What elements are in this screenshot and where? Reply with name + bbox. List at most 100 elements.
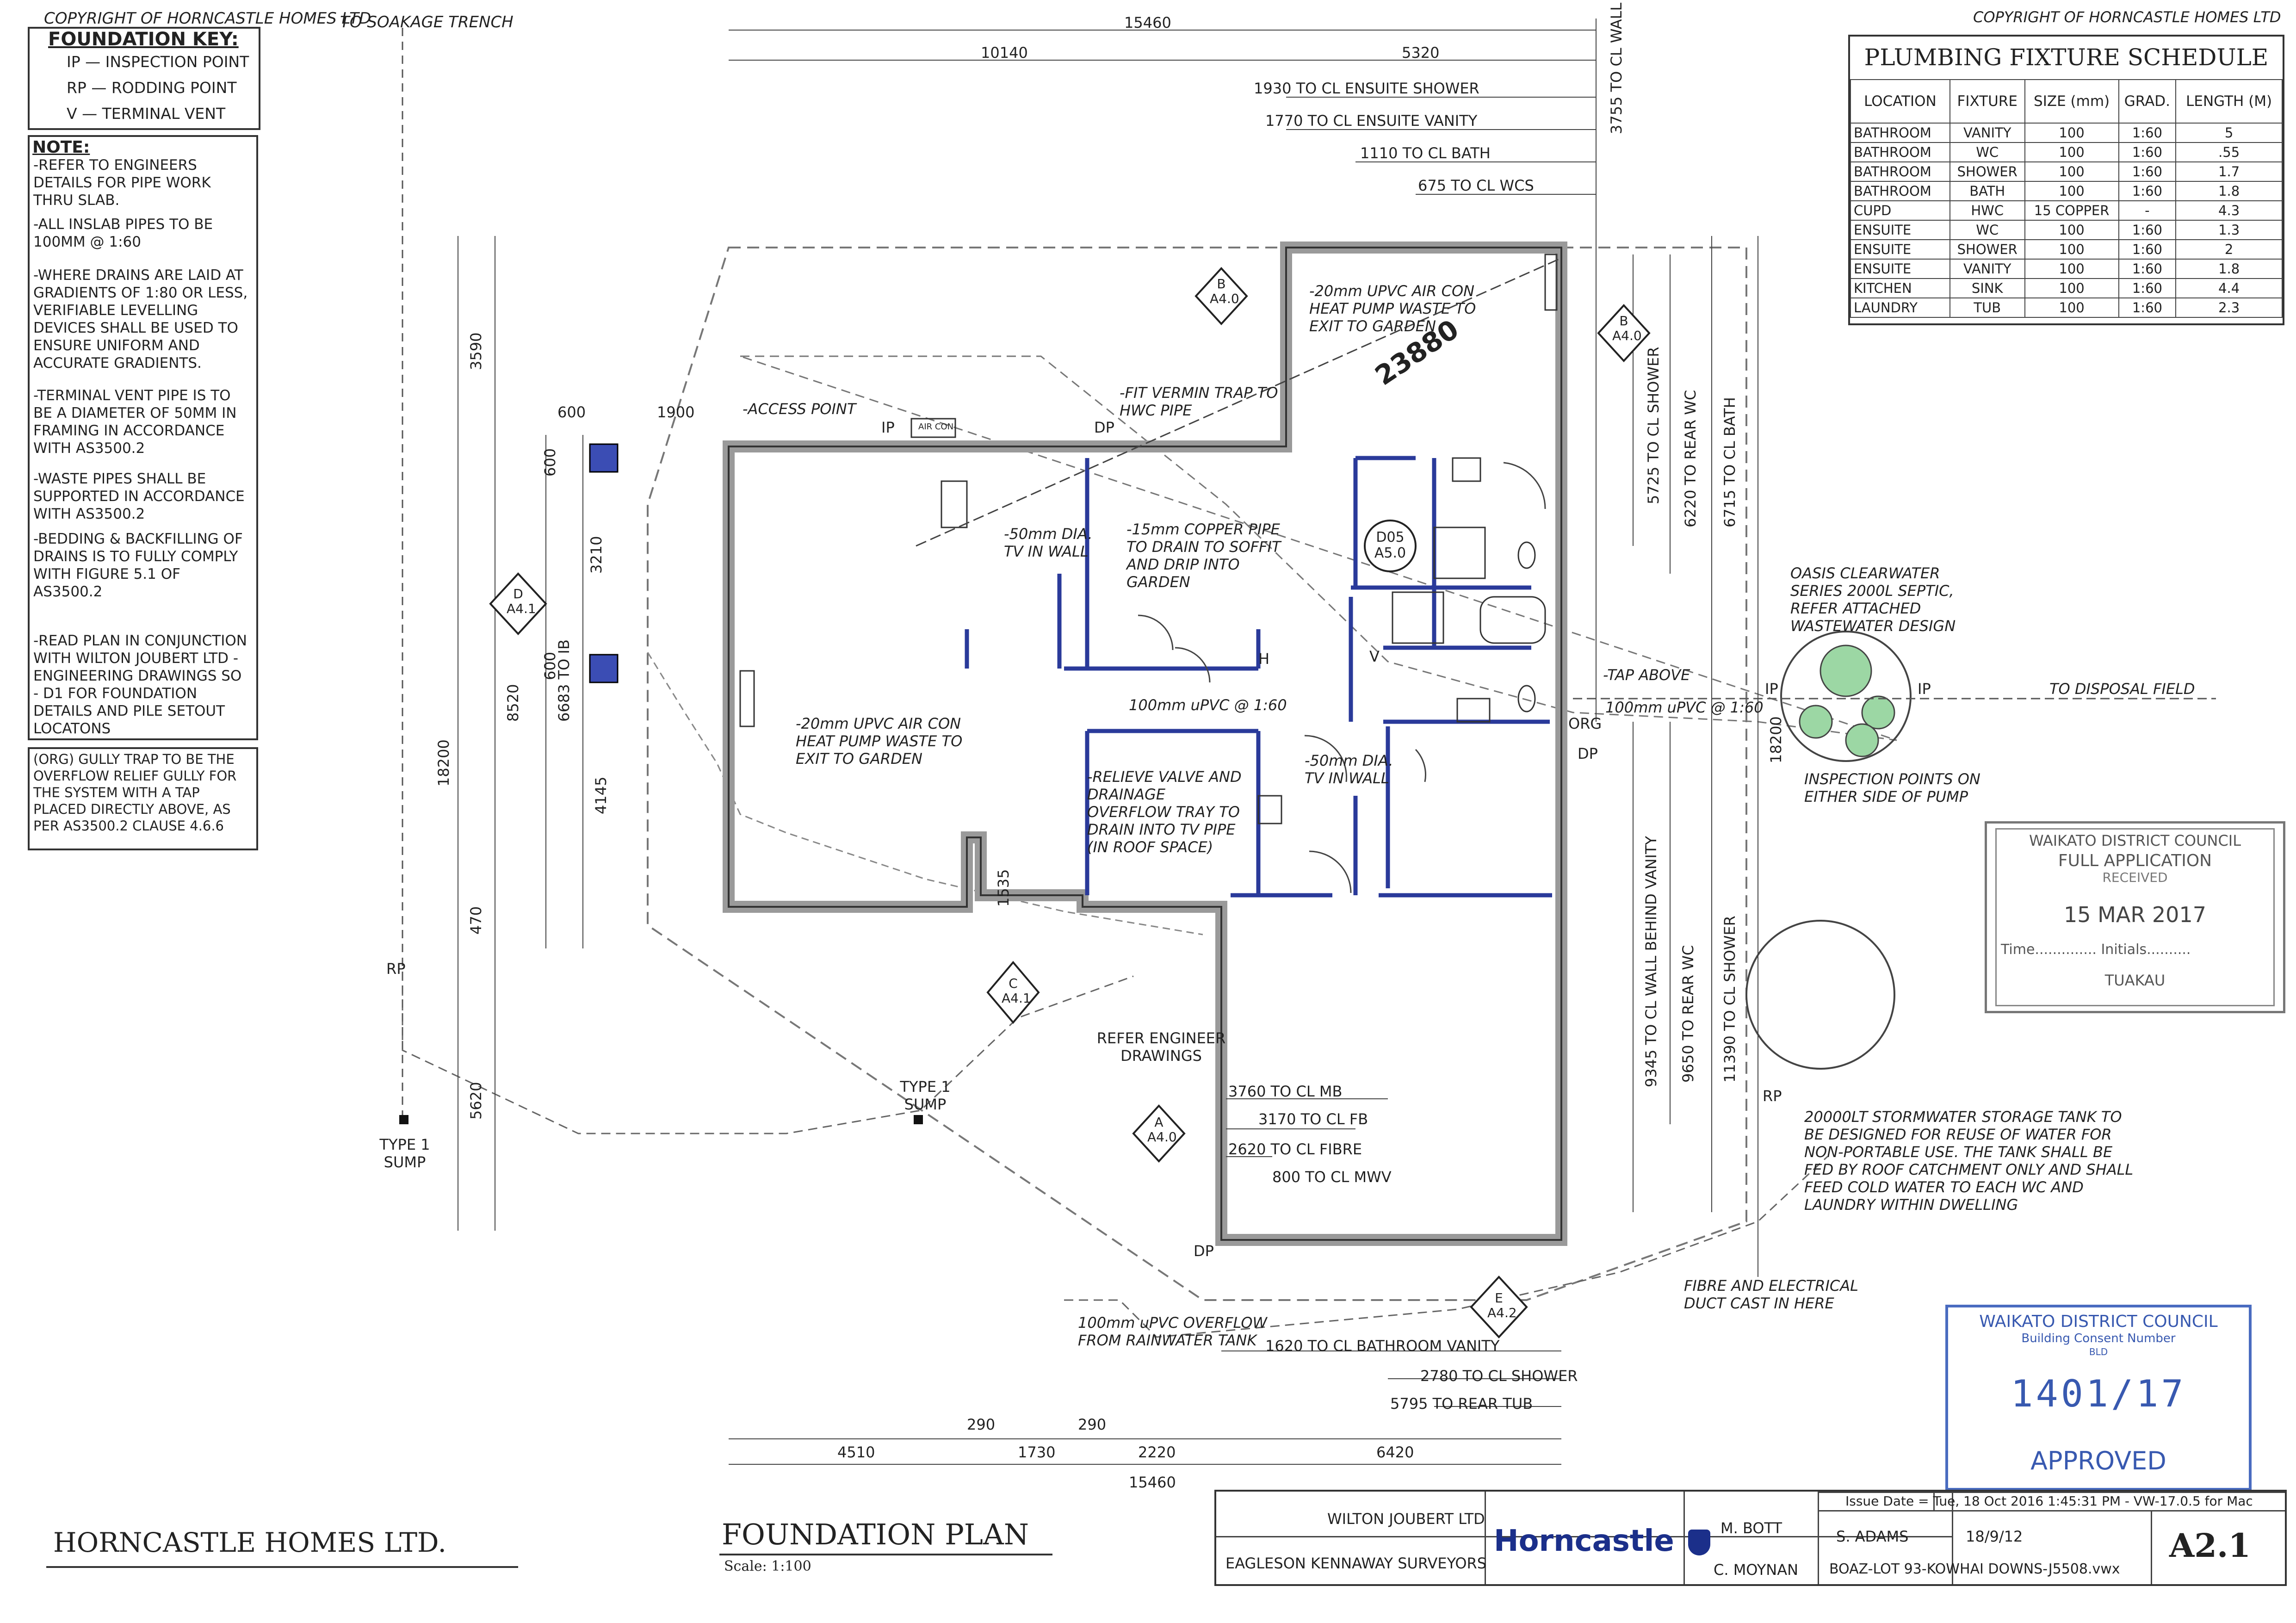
dim-cl-bath-vanity: 1620 TO CL BATHROOM VANITY — [1265, 1337, 1500, 1355]
aircon-top-label: -20mm UPVC AIR CON HEAT PUMP WASTE TO EX… — [1309, 282, 1476, 335]
fixtures — [739, 254, 1558, 824]
engineer-name: WILTON JOUBERT LTD — [1327, 1510, 1485, 1528]
left-drain — [402, 972, 1134, 1134]
org-label: ORG — [1568, 715, 1602, 732]
dim-top-600: 600 — [557, 403, 586, 421]
ip-label: IP — [1765, 680, 1778, 698]
dim-right-overall: 18200 — [1767, 716, 1785, 763]
col-header: LENGTH (M) — [2175, 79, 2283, 124]
checker: S. ADAMS — [1836, 1528, 1909, 1545]
dim-bottom-2220: 2220 — [1138, 1443, 1176, 1461]
plan-underline — [719, 1554, 1052, 1555]
stormwater-tank — [1745, 920, 1895, 1070]
copper-pipe-label: -15mm COPPER PIPE TO DRAIN TO SOFFIT AND… — [1126, 520, 1281, 591]
dim-left-5620: 5620 — [467, 1082, 485, 1120]
septic-tank — [1780, 631, 1912, 762]
dim-top-overall: 15460 — [1124, 14, 1171, 31]
dim-bottom-290b: 290 — [1078, 1416, 1107, 1433]
dim-cl-wcs: 675 TO CL WCS — [1418, 177, 1534, 194]
vent-label: V — [1369, 648, 1380, 665]
rp-label: RP — [386, 960, 406, 978]
septic-label: OASIS CLEARWATER SERIES 2000L SEPTIC, RE… — [1790, 564, 1956, 635]
dp-label: DP — [1194, 1242, 1214, 1260]
dim-left-3590: 3590 — [467, 332, 485, 370]
dim-cl-fb: 3170 TO CL FB — [1258, 1110, 1368, 1128]
dim-bottom-overall: 15460 — [1129, 1474, 1176, 1491]
schedule-title: PLUMBING FIXTURE SCHEDULE — [1864, 44, 2269, 71]
note-item: -REFER TO ENGINEERS DETAILS FOR PIPE WOR… — [33, 157, 211, 209]
notes-title: NOTE: — [32, 138, 90, 157]
col-header: GRAD. — [2118, 79, 2177, 124]
key-title: FOUNDATION KEY: — [48, 29, 239, 50]
sheet-number: A2.1 — [2169, 1526, 2251, 1565]
col-header: FIXTURE — [1949, 79, 2025, 124]
crest-icon — [1688, 1530, 1711, 1556]
rp-label: RP — [1763, 1087, 1782, 1105]
upvc-label-2: 100mm uPVC @ 1:60 — [1605, 699, 1764, 716]
note-item: -TERMINAL VENT PIPE IS TO BE A DIAMETER … — [33, 387, 237, 457]
copyright-left: COPYRIGHT OF HORNCASTLE HOMES LTD — [44, 9, 371, 28]
dim-cl-mwv: 800 TO CL MWV — [1272, 1168, 1392, 1186]
upvc-label-1: 100mm uPVC @ 1:60 — [1129, 696, 1287, 714]
refer-engineer-label: REFER ENGINEER DRAWINGS — [1096, 1029, 1226, 1065]
key-item-rp: RP — RODDING POINT — [67, 79, 237, 97]
file-name: BOAZ-LOT 93-KOWHAI DOWNS-J5508.vwx — [1829, 1561, 2120, 1577]
key-item-ip: IP — INSPECTION POINT — [67, 53, 249, 71]
dim-cl-fibre: 2620 TO CL FIBRE — [1228, 1140, 1362, 1158]
inspection-points-label: INSPECTION POINTS ON EITHER SIDE OF PUMP — [1804, 770, 1980, 805]
pile-pad — [589, 654, 619, 683]
dim-1535: 1535 — [995, 869, 1012, 907]
ip-label: IP — [1918, 680, 1931, 698]
dim-left-4145: 4145 — [592, 776, 610, 814]
surveyor-name: EAGLESON KENNAWAY SURVEYORS — [1225, 1555, 1487, 1572]
pile-pad — [589, 443, 619, 473]
aircon-left-label: -20mm UPVC AIR CON HEAT PUMP WASTE TO EX… — [796, 715, 963, 768]
dim-right-bath: 6715 TO CL BATH — [1721, 397, 1739, 527]
dim-bottom-290a: 290 — [967, 1416, 996, 1433]
schedule-table: LOCATION FIXTURE SIZE (mm) GRAD. LENGTH … — [1850, 79, 2283, 318]
dim-cl-bath: 1110 TO CL BATH — [1360, 144, 1491, 162]
dim-right-shower2: 11390 TO CL SHOWER — [1721, 916, 1739, 1083]
dim-top-right: 5320 — [1402, 44, 1440, 62]
key-item-v: V — TERMINAL VENT — [67, 105, 226, 123]
dim-left-18200: 18200 — [435, 739, 452, 787]
col-header: SIZE (mm) — [2024, 79, 2119, 124]
relieve-valve-label: -RELIEVE VALVE AND DRAINAGE OVERFLOW TRA… — [1087, 768, 1242, 856]
dim-top-left: 10140 — [981, 44, 1028, 62]
dim-cl-mb: 3760 TO CL MB — [1228, 1083, 1343, 1100]
note-item: -WASTE PIPES SHALL BE SUPPORTED IN ACCOR… — [33, 471, 245, 522]
council-received-stamp: WAIKATO DISTRICT COUNCIL FULL APPLICATIO… — [1985, 821, 2285, 1013]
note-item: -BEDDING & BACKFILLING OF DRAINS IS TO F… — [33, 531, 243, 600]
dim-bottom-1730: 1730 — [1018, 1443, 1056, 1461]
ip-label: IP — [881, 419, 895, 436]
overflow-label: 100mm uPVC OVERFLOW FROM RAINWATER TANK — [1078, 1314, 1268, 1349]
type1-sump-left: TYPE 1 SUMP — [379, 1136, 430, 1171]
drafter: C. MOYNAN — [1714, 1561, 1799, 1579]
plan-title: FOUNDATION PLAN — [722, 1518, 1029, 1551]
dim-bottom-4510: 4510 — [837, 1443, 875, 1461]
note-item: -ALL INSLAB PIPES TO BE 100mm @ 1:60 — [33, 216, 213, 250]
org-note: (ORG) GULLY TRAP TO BE THE OVERFLOW RELI… — [28, 747, 258, 850]
company-underline — [46, 1566, 518, 1568]
drain-route — [740, 355, 1897, 741]
dim-right-vanity2: 9345 TO CL WALL BEHIND VANITY — [1642, 836, 1660, 1087]
dim-left-470: 470 — [467, 906, 485, 935]
dim-bottom-6420: 6420 — [1376, 1443, 1414, 1461]
council-approved-stamp: WAIKATO DISTRICT COUNCIL Building Consen… — [1945, 1305, 2252, 1491]
dim-right-shower: 5725 TO CL SHOWER — [1645, 347, 1662, 504]
dim-right-wc: 6220 TO REAR WC — [1682, 390, 1699, 527]
col-header: LOCATION — [1850, 79, 1950, 124]
